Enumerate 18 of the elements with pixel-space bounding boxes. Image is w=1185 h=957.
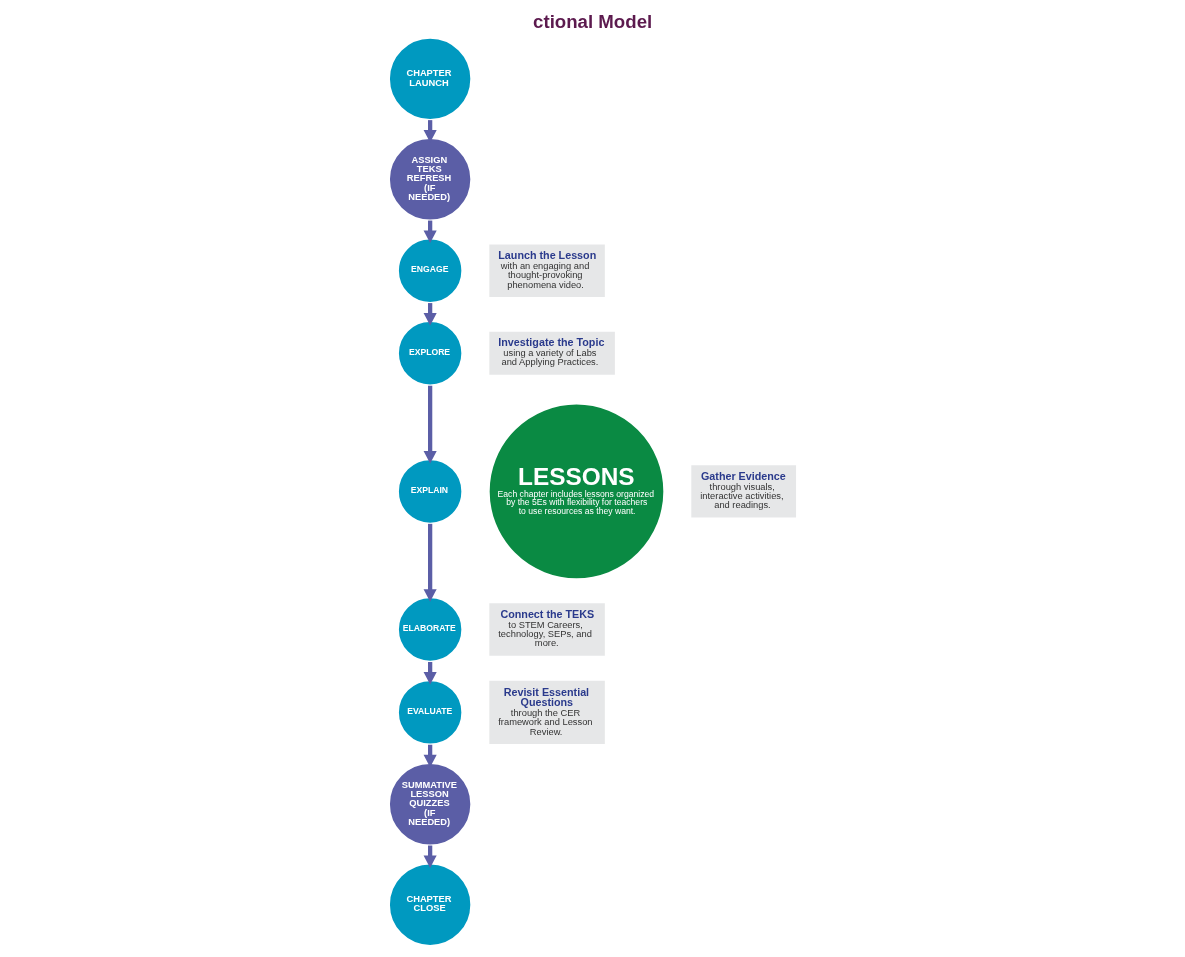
node-circle: CHAPTER LAUNCH (387, 36, 472, 122)
node-circle: EXPLORE (396, 319, 463, 387)
node-box: Launch the Lesson with an engaging and thought-provoking phenomena video. (486, 242, 607, 300)
node-box: Revisit Essential Questions through the CER framework and Lesson Review. (486, 678, 607, 747)
node-circle: EXPLAIN (396, 458, 463, 525)
node-box: Gather Evidence through visuals, interactive activities, and readings. (688, 463, 798, 520)
arrow (423, 523, 437, 602)
node-circle: LESSONS Each chapter includes lessons organized by the 5Es with flexibility for teachers to use resources as they want. (487, 402, 665, 581)
arrow (423, 385, 437, 464)
diagram-title: ctional Model (532, 11, 652, 33)
node-circle: ELABORATE (396, 596, 463, 663)
node-circle: ASSIGN TEKS REFRESH (IF NEEDED) (387, 136, 472, 222)
node-box: Connect the TEKS to STEM Careers, technology, SEPs, and more. (486, 601, 607, 658)
node-circle: CHAPTER CLOSE (387, 862, 472, 948)
node-circle: ENGAGE (396, 237, 463, 305)
node-box: Investigate the Topic using a variety of Labs and Applying Practices. (486, 329, 617, 377)
node-circle: EVALUATE (396, 679, 463, 746)
node-circle: SUMMATIVE LESSON QUIZZES (IF NEEDED) (387, 761, 472, 847)
